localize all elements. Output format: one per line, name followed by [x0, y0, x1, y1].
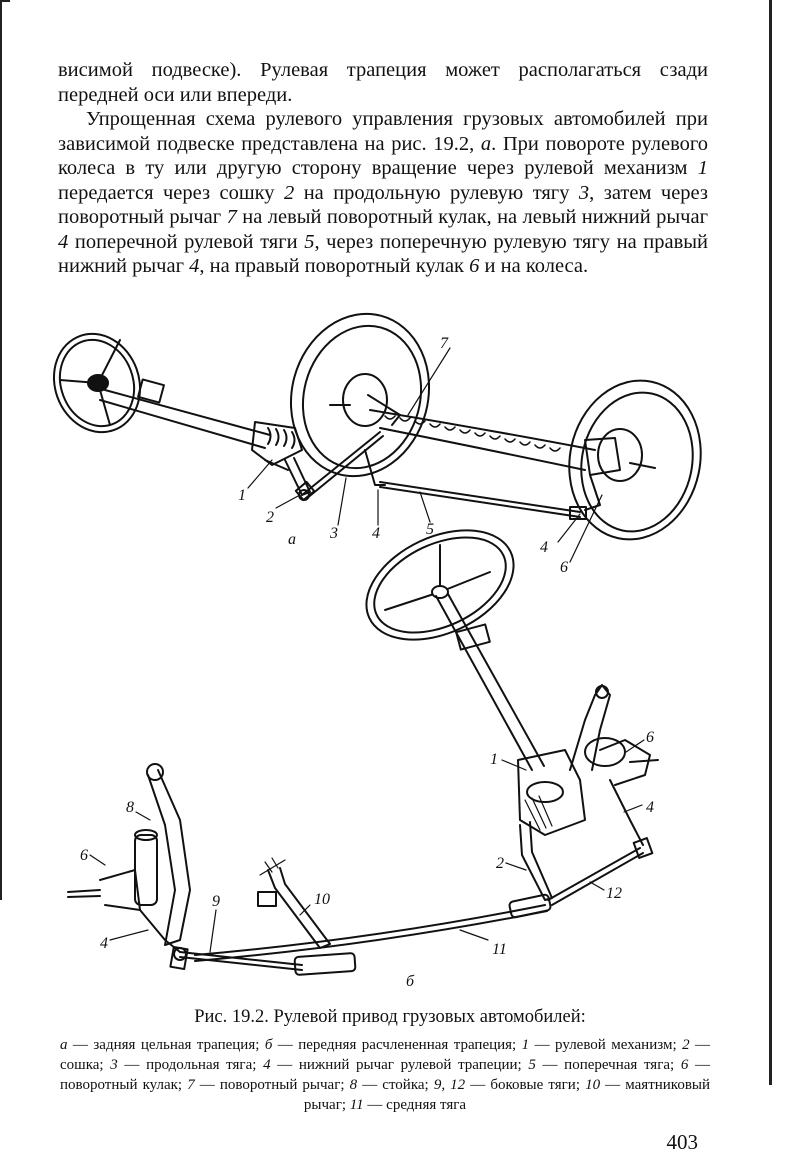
steering-drive-figure: 7 1 2 3 4 5 4 6 а 1 6 4 2 12 11 10 9 8 6…	[52, 312, 702, 990]
side-rod-9	[179, 951, 303, 971]
steering-column-a	[99, 378, 271, 449]
side-rod-12	[547, 847, 644, 906]
diagram-b	[67, 529, 659, 976]
pendulum-lever-10	[257, 857, 331, 949]
page-right-edge	[769, 0, 772, 1085]
steering-gear-b	[517, 684, 659, 901]
middle-rod-11	[194, 893, 552, 976]
label-a-6: 6	[560, 559, 568, 576]
right-wheel-a	[568, 379, 702, 541]
lower-lever-4-left-a	[364, 449, 386, 486]
label-b-4-left: 4	[100, 935, 108, 952]
label-a-2: 2	[266, 509, 274, 526]
left-wheel-a	[289, 312, 431, 478]
body-text: висимой подвеске). Рулевая трапеция може…	[58, 58, 708, 279]
diagram-a	[52, 312, 702, 563]
label-b-6-right: 6	[646, 729, 654, 746]
label-part-b: б	[406, 973, 415, 990]
steering-gear-a	[251, 421, 311, 501]
steering-wheel-b	[365, 529, 515, 641]
tie-rod-5	[379, 481, 587, 520]
label-b-4-right: 4	[646, 799, 654, 816]
label-b-8: 8	[126, 799, 134, 816]
label-b-1: 1	[490, 751, 498, 768]
label-part-a: а	[288, 531, 296, 548]
label-a-7: 7	[440, 335, 449, 352]
label-b-12: 12	[606, 885, 622, 902]
steering-wheel-a	[52, 332, 142, 434]
page-left-edge	[0, 0, 10, 900]
label-a-5: 5	[426, 521, 434, 538]
page-number: 403	[666, 1130, 699, 1154]
leader-lines-b	[89, 739, 645, 953]
label-b-10: 10	[314, 891, 330, 908]
paragraph-2: Упрощенная схема рулевого управления гру…	[58, 108, 709, 277]
steering-arm-7	[367, 394, 401, 426]
label-b-9: 9	[212, 893, 220, 910]
figure-legend: а — задняя цельная трапеция; б — передня…	[60, 1037, 711, 1113]
label-a-4-left: 4	[372, 525, 380, 542]
front-axle-beam	[369, 409, 596, 471]
paragraph-1: висимой подвеске). Рулевая трапеция може…	[58, 59, 708, 106]
label-b-2: 2	[496, 855, 504, 872]
label-a-4-right: 4	[540, 539, 548, 556]
leader-lines-a	[247, 347, 603, 563]
label-a-1: 1	[238, 487, 246, 504]
figure-caption: Рис. 19.2. Рулевой привод грузовых автом…	[194, 1007, 586, 1027]
left-knuckle-assembly	[67, 763, 191, 971]
label-b-11: 11	[492, 941, 507, 958]
steering-column-b	[435, 593, 545, 771]
label-a-3: 3	[329, 525, 338, 542]
label-b-6-left: 6	[80, 847, 88, 864]
